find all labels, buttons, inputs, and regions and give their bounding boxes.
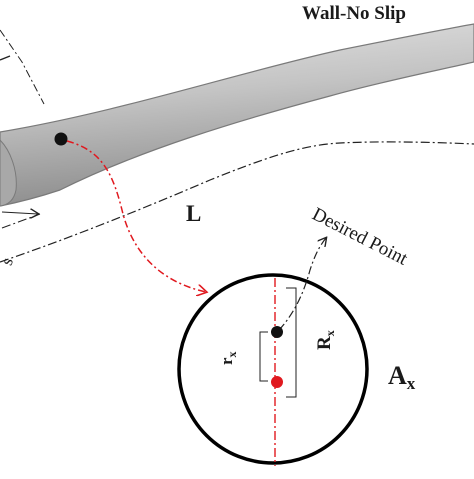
radius-bracket xyxy=(286,287,297,398)
pipe-inlet xyxy=(0,139,17,207)
corner-tick xyxy=(0,55,11,61)
cross-section-circle xyxy=(177,273,369,465)
offset-label: rx xyxy=(217,351,239,365)
wall-label: Wall-No Slip xyxy=(302,3,406,24)
edge-fragment-label: s xyxy=(0,255,17,268)
desired-point-label: Desired Point xyxy=(309,204,412,270)
inlet-guide-line xyxy=(1,213,41,229)
desired-point xyxy=(271,326,283,338)
diagonal-guide-line xyxy=(0,29,45,105)
pipe-centerline-guide xyxy=(0,141,474,263)
section-connector-arrow xyxy=(66,140,206,292)
pipe-point xyxy=(54,132,68,146)
inlet-guide-arrow xyxy=(1,212,38,214)
offset-bracket xyxy=(259,331,268,382)
radius-label: Rx xyxy=(314,330,337,350)
section-label: Ax xyxy=(388,361,416,393)
desired-point-leader xyxy=(278,238,326,331)
center-point xyxy=(271,376,283,388)
length-label: L xyxy=(186,201,201,226)
pipe-body xyxy=(0,23,474,207)
